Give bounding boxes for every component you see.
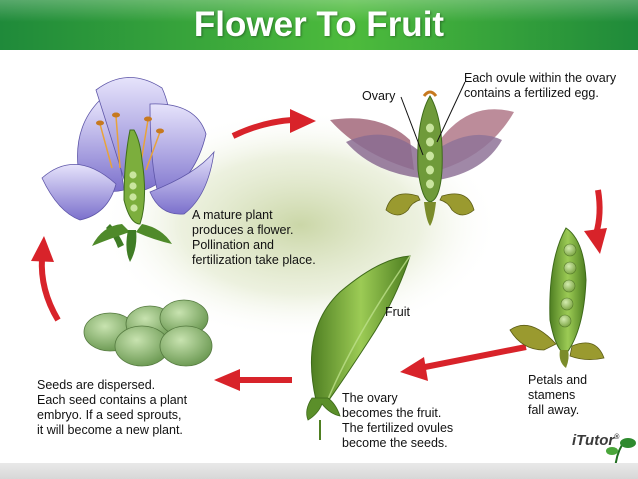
seeds-illustration: [83, 299, 213, 367]
cycle-arrow-3: [400, 344, 527, 381]
fruit-label: Fruit: [385, 305, 410, 319]
pea-pod-illustration: [509, 227, 605, 368]
footer-bar: [0, 463, 638, 479]
seeds-label: Seeds are dispersed. Each seed contains …: [37, 378, 188, 437]
ovary-becomes-fruit-label: The ovary becomes the fruit. The fertili…: [342, 391, 454, 450]
ovary-illustration: [330, 81, 514, 226]
brand-logo: iTutor®: [572, 432, 620, 449]
cycle-arrow-2: [584, 189, 607, 254]
ovary-label: Ovary: [362, 89, 396, 103]
cycle-arrow-1: [231, 109, 316, 139]
cycle-arrow-5: [31, 236, 61, 322]
mature-plant-label: A mature plant produces a flower. Pollin…: [192, 208, 316, 267]
cycle-arrow-4: [214, 369, 292, 391]
petals-label: Petals and stamens fall away.: [528, 373, 588, 417]
title-bar: Flower To Fruit: [0, 0, 638, 50]
fruit-pod-illustration: [306, 255, 411, 440]
page-title: Flower To Fruit: [193, 5, 445, 44]
flower-illustration: [41, 77, 215, 262]
ovule-label: Each ovule within the ovary contains a f…: [464, 71, 617, 100]
